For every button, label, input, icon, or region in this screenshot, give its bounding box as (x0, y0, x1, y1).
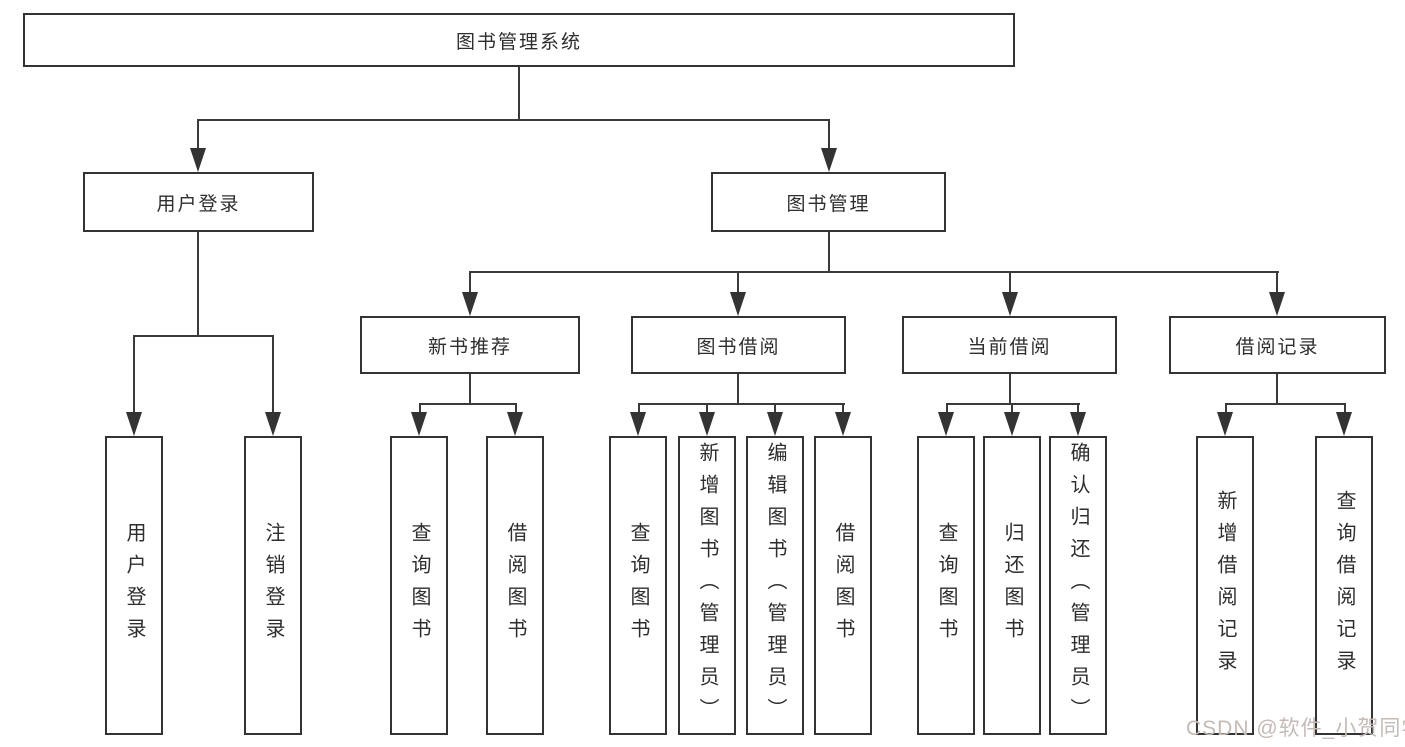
connector-drop (737, 272, 739, 294)
node-book-management: 图书管理 (711, 172, 946, 232)
leaf-borrow-borrow-book-label: 借阅图书 (832, 521, 854, 650)
arrow-down-icon (835, 412, 851, 436)
connector-rec-stem (469, 374, 471, 405)
connector-current-bar (946, 403, 1080, 405)
node-current-borrow: 当前借阅 (902, 316, 1117, 374)
connector-drop (272, 336, 274, 414)
arrow-down-icon (630, 412, 646, 436)
connector-drop (515, 404, 517, 414)
arrow-down-icon (462, 292, 478, 316)
connector-drop (419, 404, 421, 414)
leaf-rec-query-book-label: 查询图书 (408, 521, 430, 650)
connector-drop (774, 404, 776, 414)
leaf-borrow-add-book-admin: 新增图书（管理员） (678, 436, 736, 735)
leaf-user-login: 用户登录 (105, 436, 163, 735)
leaf-user-login-label: 用户登录 (123, 521, 145, 650)
arrow-down-icon (699, 412, 715, 436)
connector-root-bar (197, 119, 830, 121)
leaf-borrow-borrow-book: 借阅图书 (814, 436, 872, 735)
connector-drop (469, 272, 471, 294)
connector-record-bar (1225, 403, 1346, 405)
leaf-record-query-record: 查询借阅记录 (1315, 436, 1373, 735)
connector-drop (946, 404, 948, 414)
leaf-current-confirm-return-admin-label: 确认归还（管理员） (1067, 441, 1089, 730)
leaf-current-confirm-return-admin: 确认归还（管理员） (1049, 436, 1107, 735)
leaf-borrow-add-book-admin-label: 新增图书（管理员） (696, 441, 718, 730)
arrow-down-icon (1217, 412, 1233, 436)
node-user-login: 用户登录 (83, 172, 314, 232)
connector-user-login-bar (133, 335, 274, 337)
leaf-rec-borrow-book-label: 借阅图书 (504, 521, 526, 650)
connector-drop (842, 404, 844, 414)
node-borrow-record: 借阅记录 (1169, 316, 1386, 374)
connector-drop (1344, 404, 1346, 414)
leaf-borrow-edit-book-admin-label: 编辑图书（管理员） (764, 441, 786, 730)
connector-borrow-stem (737, 374, 739, 405)
leaf-current-query-book-label: 查询图书 (935, 521, 957, 650)
connector-drop (828, 120, 830, 150)
connector-drop (638, 404, 640, 414)
leaf-borrow-edit-book-admin: 编辑图书（管理员） (746, 436, 804, 735)
arrow-down-icon (730, 292, 746, 316)
arrow-down-icon (265, 412, 281, 436)
leaf-record-add-record-label: 新增借阅记录 (1214, 489, 1236, 682)
connector-borrow-bar (638, 403, 845, 405)
leaf-current-return-book-label: 归还图书 (1001, 521, 1023, 650)
leaf-borrow-query-book: 查询图书 (609, 436, 667, 735)
leaf-logout-label: 注销登录 (262, 521, 284, 650)
leaf-logout: 注销登录 (244, 436, 302, 735)
connector-root-stem (518, 67, 520, 120)
node-root: 图书管理系统 (23, 13, 1015, 67)
connector-drop (197, 120, 199, 150)
node-user-login-label: 用户登录 (156, 193, 241, 215)
node-new-book-recommend-label: 新书推荐 (427, 336, 512, 358)
connector-drop (1225, 404, 1227, 414)
arrow-down-icon (767, 412, 783, 436)
connector-drop (1011, 404, 1013, 414)
connector-book-mgmt-stem (828, 232, 830, 273)
leaf-current-query-book: 查询图书 (917, 436, 975, 735)
arrow-down-icon (1336, 412, 1352, 436)
arrow-down-icon (190, 148, 206, 172)
leaf-record-query-record-label: 查询借阅记录 (1333, 489, 1355, 682)
connector-drop (133, 336, 135, 414)
connector-current-stem (1009, 374, 1011, 405)
connector-user-login-stem (197, 232, 199, 337)
arrow-down-icon (507, 412, 523, 436)
node-new-book-recommend: 新书推荐 (360, 316, 580, 374)
arrow-down-icon (938, 412, 954, 436)
node-borrow-record-label: 借阅记录 (1235, 336, 1320, 358)
connector-drop (1276, 272, 1278, 294)
watermark: CSDN @软件_小贺同学 (1186, 717, 1405, 740)
connector-drop (1077, 404, 1079, 414)
arrow-down-icon (1002, 292, 1018, 316)
arrow-down-icon (821, 148, 837, 172)
node-book-management-label: 图书管理 (786, 193, 871, 215)
node-book-borrow: 图书借阅 (631, 316, 846, 374)
node-root-label: 图书管理系统 (455, 31, 582, 53)
arrow-down-icon (1269, 292, 1285, 316)
arrow-down-icon (1070, 412, 1086, 436)
connector-rec-bar (419, 403, 517, 405)
arrow-down-icon (126, 412, 142, 436)
node-book-borrow-label: 图书借阅 (696, 336, 781, 358)
leaf-rec-query-book: 查询图书 (390, 436, 448, 735)
connector-drop (1009, 272, 1011, 294)
connector-record-stem (1276, 374, 1278, 405)
leaf-record-add-record: 新增借阅记录 (1196, 436, 1254, 735)
arrow-down-icon (1004, 412, 1020, 436)
leaf-borrow-query-book-label: 查询图书 (627, 521, 649, 650)
node-current-borrow-label: 当前借阅 (967, 336, 1052, 358)
arrow-down-icon (411, 412, 427, 436)
leaf-rec-borrow-book: 借阅图书 (486, 436, 544, 735)
connector-drop (706, 404, 708, 414)
leaf-current-return-book: 归还图书 (983, 436, 1041, 735)
connector-book-mgmt-bar (469, 271, 1279, 273)
